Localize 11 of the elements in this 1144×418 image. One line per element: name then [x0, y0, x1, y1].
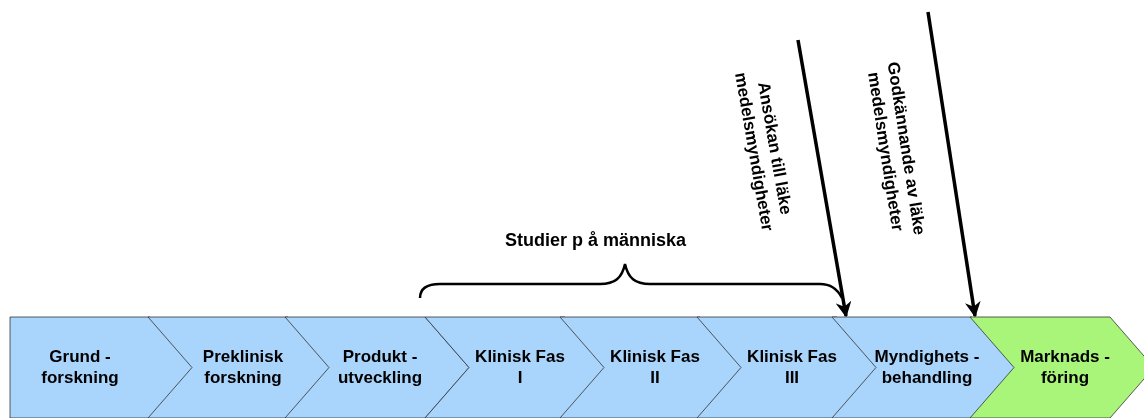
arrow: [926, 11, 981, 318]
stage-label: Klinisk Fas I: [475, 346, 565, 388]
stage-label: Klinisk Fas III: [747, 346, 837, 388]
bracket-label: Studier p å människa: [505, 230, 687, 251]
arrow: [796, 39, 852, 318]
stage-label: Myndighets - behandling: [873, 346, 981, 388]
stage-label: Produkt - utveckling: [336, 346, 424, 388]
stage-label: Grund - forskning: [40, 346, 120, 388]
stage-label: Marknads - föring: [1019, 346, 1111, 388]
stage-label: Preklinisk forskning: [201, 346, 285, 388]
stage-label: Klinisk Fas II: [610, 346, 700, 388]
